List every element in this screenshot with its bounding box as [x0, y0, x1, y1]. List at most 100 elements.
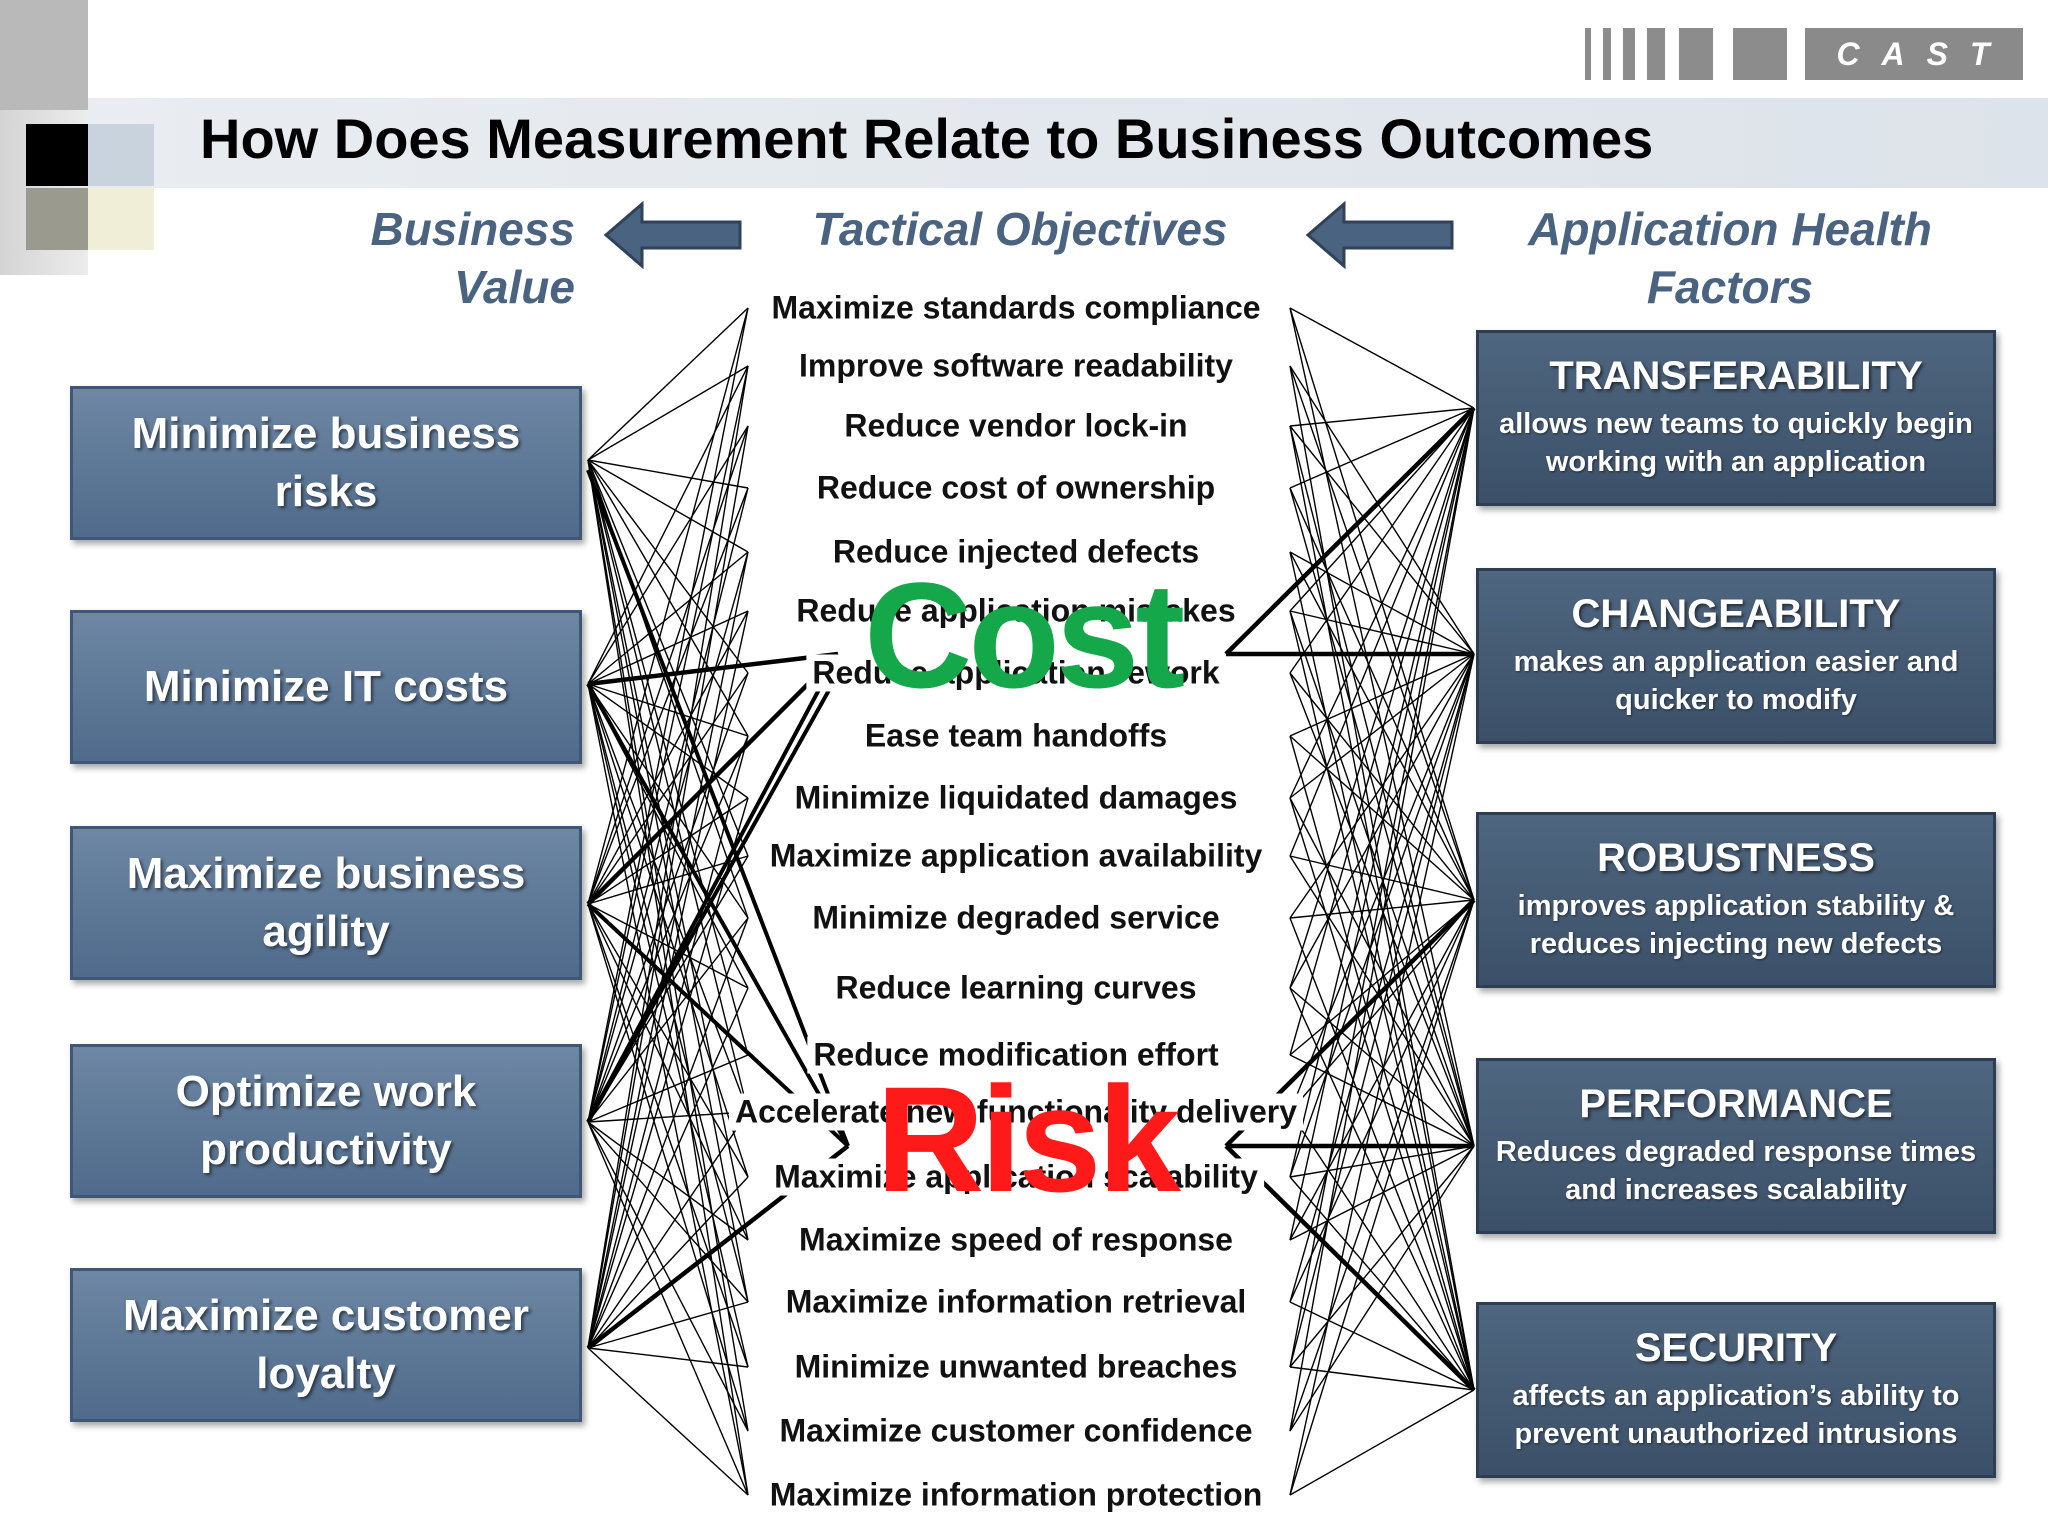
title-band	[88, 98, 2048, 188]
decorative-blue-square	[88, 124, 154, 186]
connector-line	[1289, 987, 1475, 1147]
logo-text: CAST	[1836, 35, 2012, 72]
connector-line	[587, 672, 749, 1123]
connector-line	[1289, 1389, 1475, 1496]
connector-line	[1289, 407, 1475, 989]
connector-line	[1289, 407, 1475, 1368]
connector-line	[587, 1347, 749, 1368]
connector-line	[587, 487, 749, 905]
connector-line	[1289, 899, 1475, 1241]
connector-line	[587, 459, 749, 1113]
connector-line	[1289, 899, 1475, 1496]
cost-overlay-label: Cost	[864, 551, 1185, 719]
connector-line	[587, 683, 749, 1368]
business-value-label: Maximize customer loyalty	[123, 1291, 529, 1398]
emphasis-line	[586, 673, 840, 1123]
connector-line	[587, 1111, 749, 1349]
objective-item: Maximize application scalability	[768, 1158, 1264, 1196]
connector-line	[1289, 735, 1475, 1391]
connector-line	[587, 610, 749, 905]
health-factor-description: allows new teams to quickly begin workin…	[1499, 408, 1973, 478]
health-factor-name: CHANGEABILITY	[1571, 592, 1901, 636]
emphasis-line	[586, 652, 840, 906]
connector-line	[587, 425, 749, 905]
connector-line	[587, 459, 749, 1303]
objective-item: Minimize degraded service	[806, 899, 1226, 937]
connector-line	[1289, 425, 1475, 1147]
connector-line	[1289, 653, 1475, 1368]
decorative-gray-block	[0, 0, 88, 110]
connector-line	[1289, 899, 1475, 1113]
connector-line	[1289, 365, 1475, 901]
connector-line	[1289, 1366, 1475, 1391]
connector-line	[1289, 653, 1475, 1496]
objective-item: Maximize speed of response	[793, 1221, 1239, 1259]
connector-line	[587, 903, 749, 1368]
header-business-value: Business Value	[370, 203, 575, 313]
connector-line	[587, 903, 749, 989]
connector-line	[1289, 551, 1475, 1391]
connector-line	[587, 1111, 749, 1123]
connector-line	[1289, 1145, 1475, 1432]
objective-item: Maximize customer confidence	[773, 1412, 1259, 1450]
connector-line	[587, 1301, 749, 1349]
health-factor-name: TRANSFERABILITY	[1549, 354, 1923, 398]
connector-line	[587, 735, 749, 1349]
objective-item: Reduce cost of ownership	[810, 469, 1222, 507]
connector-line	[1289, 1145, 1475, 1178]
business-value-label: Minimize business risks	[131, 409, 521, 516]
emphasis-line	[1224, 1144, 1476, 1392]
connector-line	[587, 307, 749, 905]
connector-line	[1289, 307, 1475, 409]
connector-line	[1289, 307, 1475, 1147]
connector-line	[1289, 653, 1475, 989]
connector-line	[587, 459, 749, 737]
connector-line	[587, 365, 749, 1123]
objective-item: Maximize application availability	[763, 837, 1269, 875]
connector-line	[587, 459, 749, 489]
objective-item: Accelerate new functionality delivery	[729, 1093, 1303, 1131]
connector-line	[587, 487, 749, 1123]
connector-line	[587, 365, 749, 685]
objective-item: Reduce application rework	[806, 654, 1226, 692]
connector-line	[587, 855, 749, 905]
business-value-label: Minimize IT costs	[143, 662, 509, 711]
connector-line	[587, 425, 749, 685]
objective-item: Reduce learning curves	[829, 969, 1203, 1007]
connector-line	[1289, 425, 1475, 655]
connector-line	[1289, 407, 1475, 1432]
connector-line	[587, 459, 749, 553]
connector-line	[587, 307, 749, 461]
connector-line	[1289, 407, 1475, 1056]
business-value-box: Minimize business risks	[70, 386, 582, 540]
health-factor-description: affects an application’s ability to prev…	[1512, 1380, 1960, 1450]
objective-item: Reduce injected defects	[826, 533, 1206, 571]
health-factor-description: Reduces degraded response times and incr…	[1495, 1136, 1977, 1206]
connector-line	[1289, 1145, 1475, 1241]
objective-item: Ease team handoffs	[858, 717, 1174, 755]
connector-line	[587, 797, 749, 1349]
objective-item: Maximize information retrieval	[779, 1283, 1253, 1321]
connector-line	[587, 672, 749, 905]
business-value-box: Maximize business agility	[70, 826, 582, 980]
arrow-left-icon	[1306, 200, 1454, 270]
health-factor-name: ROBUSTNESS	[1597, 836, 1875, 880]
emphasis-line	[587, 651, 839, 687]
connector-line	[1289, 365, 1475, 1391]
decorative-cream-square	[88, 188, 154, 250]
connector-line	[1289, 1176, 1475, 1391]
header-tactical-objectives: Tactical Objectives	[812, 203, 1228, 255]
cast-logo: CAST	[1585, 28, 2025, 80]
business-value-box: Minimize IT costs	[70, 610, 582, 764]
connector-line	[587, 917, 749, 1349]
connector-line	[1289, 610, 1475, 1391]
emphasis-line	[586, 469, 850, 1147]
connector-line	[1289, 917, 1475, 1391]
objective-item: Reduce vendor lock-in	[838, 407, 1194, 445]
connector-line	[587, 1121, 749, 1432]
connector-line	[1289, 307, 1475, 901]
connector-line	[587, 459, 749, 1241]
